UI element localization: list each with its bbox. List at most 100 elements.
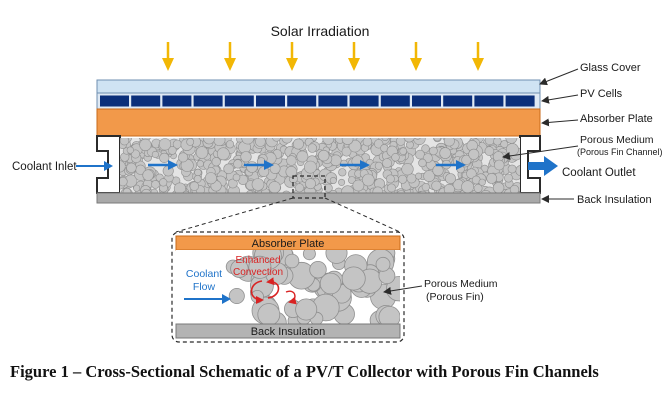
pebble	[246, 161, 258, 173]
pv-cells-label: PV Cells	[580, 88, 623, 100]
pebble	[272, 138, 281, 142]
pebble	[439, 147, 452, 159]
pebble	[195, 146, 209, 159]
pv-cell	[224, 95, 254, 107]
coolant-inlet-label: Coolant Inlet	[12, 161, 77, 173]
pebble	[473, 183, 483, 193]
pebble	[295, 298, 318, 321]
pebble	[282, 190, 291, 193]
pebble	[391, 153, 400, 162]
pebble	[173, 182, 186, 193]
pebble	[255, 138, 266, 147]
pebble	[433, 138, 442, 142]
pebble	[414, 138, 421, 140]
detail-coolant-label: Coolant	[186, 268, 222, 280]
absorber-plate-label: Absorber Plate	[580, 113, 653, 125]
pebble	[480, 190, 491, 193]
pebble	[372, 186, 384, 193]
pebble	[159, 178, 168, 187]
pebble	[186, 138, 195, 146]
detail-porous-sublabel: (Porous Fin)	[426, 291, 484, 303]
pv-cell	[349, 95, 379, 107]
pebble	[251, 178, 265, 191]
sun-arrow-icon	[162, 42, 174, 71]
pebble	[216, 147, 230, 161]
pebble	[150, 188, 158, 193]
detail-absorber-plate-label: Absorber Plate	[252, 238, 325, 250]
detail-flow-label: Flow	[193, 281, 216, 293]
pebble	[421, 183, 430, 192]
pebble	[399, 147, 408, 155]
pebble	[486, 172, 498, 184]
pebble	[141, 188, 152, 193]
pebble	[492, 182, 505, 193]
pebble	[281, 138, 293, 144]
convection-arrow-left	[250, 280, 264, 304]
pebble	[429, 146, 438, 156]
pebble	[294, 183, 304, 193]
pebble	[509, 184, 520, 193]
pebble	[506, 143, 519, 156]
pebble	[396, 190, 406, 193]
pebble	[398, 174, 408, 184]
glass-cover	[96, 79, 541, 94]
enhanced-convection-label: Enhanced	[235, 255, 280, 266]
solar-irradiation-label: Solar Irradiation	[271, 23, 370, 39]
pebble	[139, 138, 152, 151]
glass-cover-leader	[539, 68, 579, 86]
pebble	[233, 159, 243, 169]
detail-back-insulation-label: Back Insulation	[251, 326, 326, 338]
detail-porous-pebbles	[225, 250, 400, 324]
pebble	[230, 259, 249, 278]
pebble	[461, 180, 474, 193]
pebble	[269, 163, 281, 174]
pv-cell	[380, 95, 410, 107]
pebble	[348, 139, 362, 153]
pebble	[241, 138, 255, 145]
pv-cell	[474, 95, 504, 107]
detail-porous-label: Porous Medium	[424, 278, 498, 290]
pv-cell	[193, 95, 223, 107]
coolant-flow-arrows	[148, 160, 466, 170]
pebble	[158, 138, 172, 151]
pebble	[484, 146, 495, 156]
pebble	[362, 138, 373, 147]
pebble	[374, 161, 383, 170]
pebble	[322, 138, 335, 145]
pebble	[352, 179, 365, 192]
porous-medium-label: Porous Medium	[580, 134, 654, 146]
pebble	[151, 150, 159, 159]
pebble	[443, 138, 455, 147]
pebble	[329, 190, 338, 193]
pebble	[493, 159, 505, 171]
pebble	[120, 160, 126, 173]
flow-arrow-icon	[340, 160, 370, 170]
pebble	[468, 148, 480, 160]
pv-cell	[318, 95, 348, 107]
pebble	[246, 190, 254, 193]
pebble	[285, 166, 298, 178]
porous-medium-sublabel: (Porous Fin Channel)	[577, 147, 663, 157]
pebble	[323, 183, 333, 193]
pebble	[461, 154, 472, 165]
pebble	[403, 138, 415, 143]
pebble	[507, 164, 517, 174]
pebble	[443, 183, 455, 193]
pebble	[228, 287, 245, 304]
pv-cell	[287, 95, 317, 107]
pebble	[168, 146, 177, 155]
pebble	[329, 177, 337, 185]
pv-cells-leader	[541, 94, 579, 104]
pebble	[478, 178, 486, 186]
back-insulation-label: Back Insulation	[577, 194, 652, 206]
pebble	[309, 261, 327, 279]
pebble	[292, 138, 304, 150]
absorber-plate	[96, 108, 541, 137]
pv-cell	[412, 95, 441, 107]
pebble	[248, 255, 272, 279]
pv-cell	[505, 95, 535, 107]
enhanced-convection-sublabel: Convection	[233, 267, 283, 278]
pebble	[396, 138, 406, 146]
coolant-outlet-arrow-icon	[528, 156, 558, 176]
